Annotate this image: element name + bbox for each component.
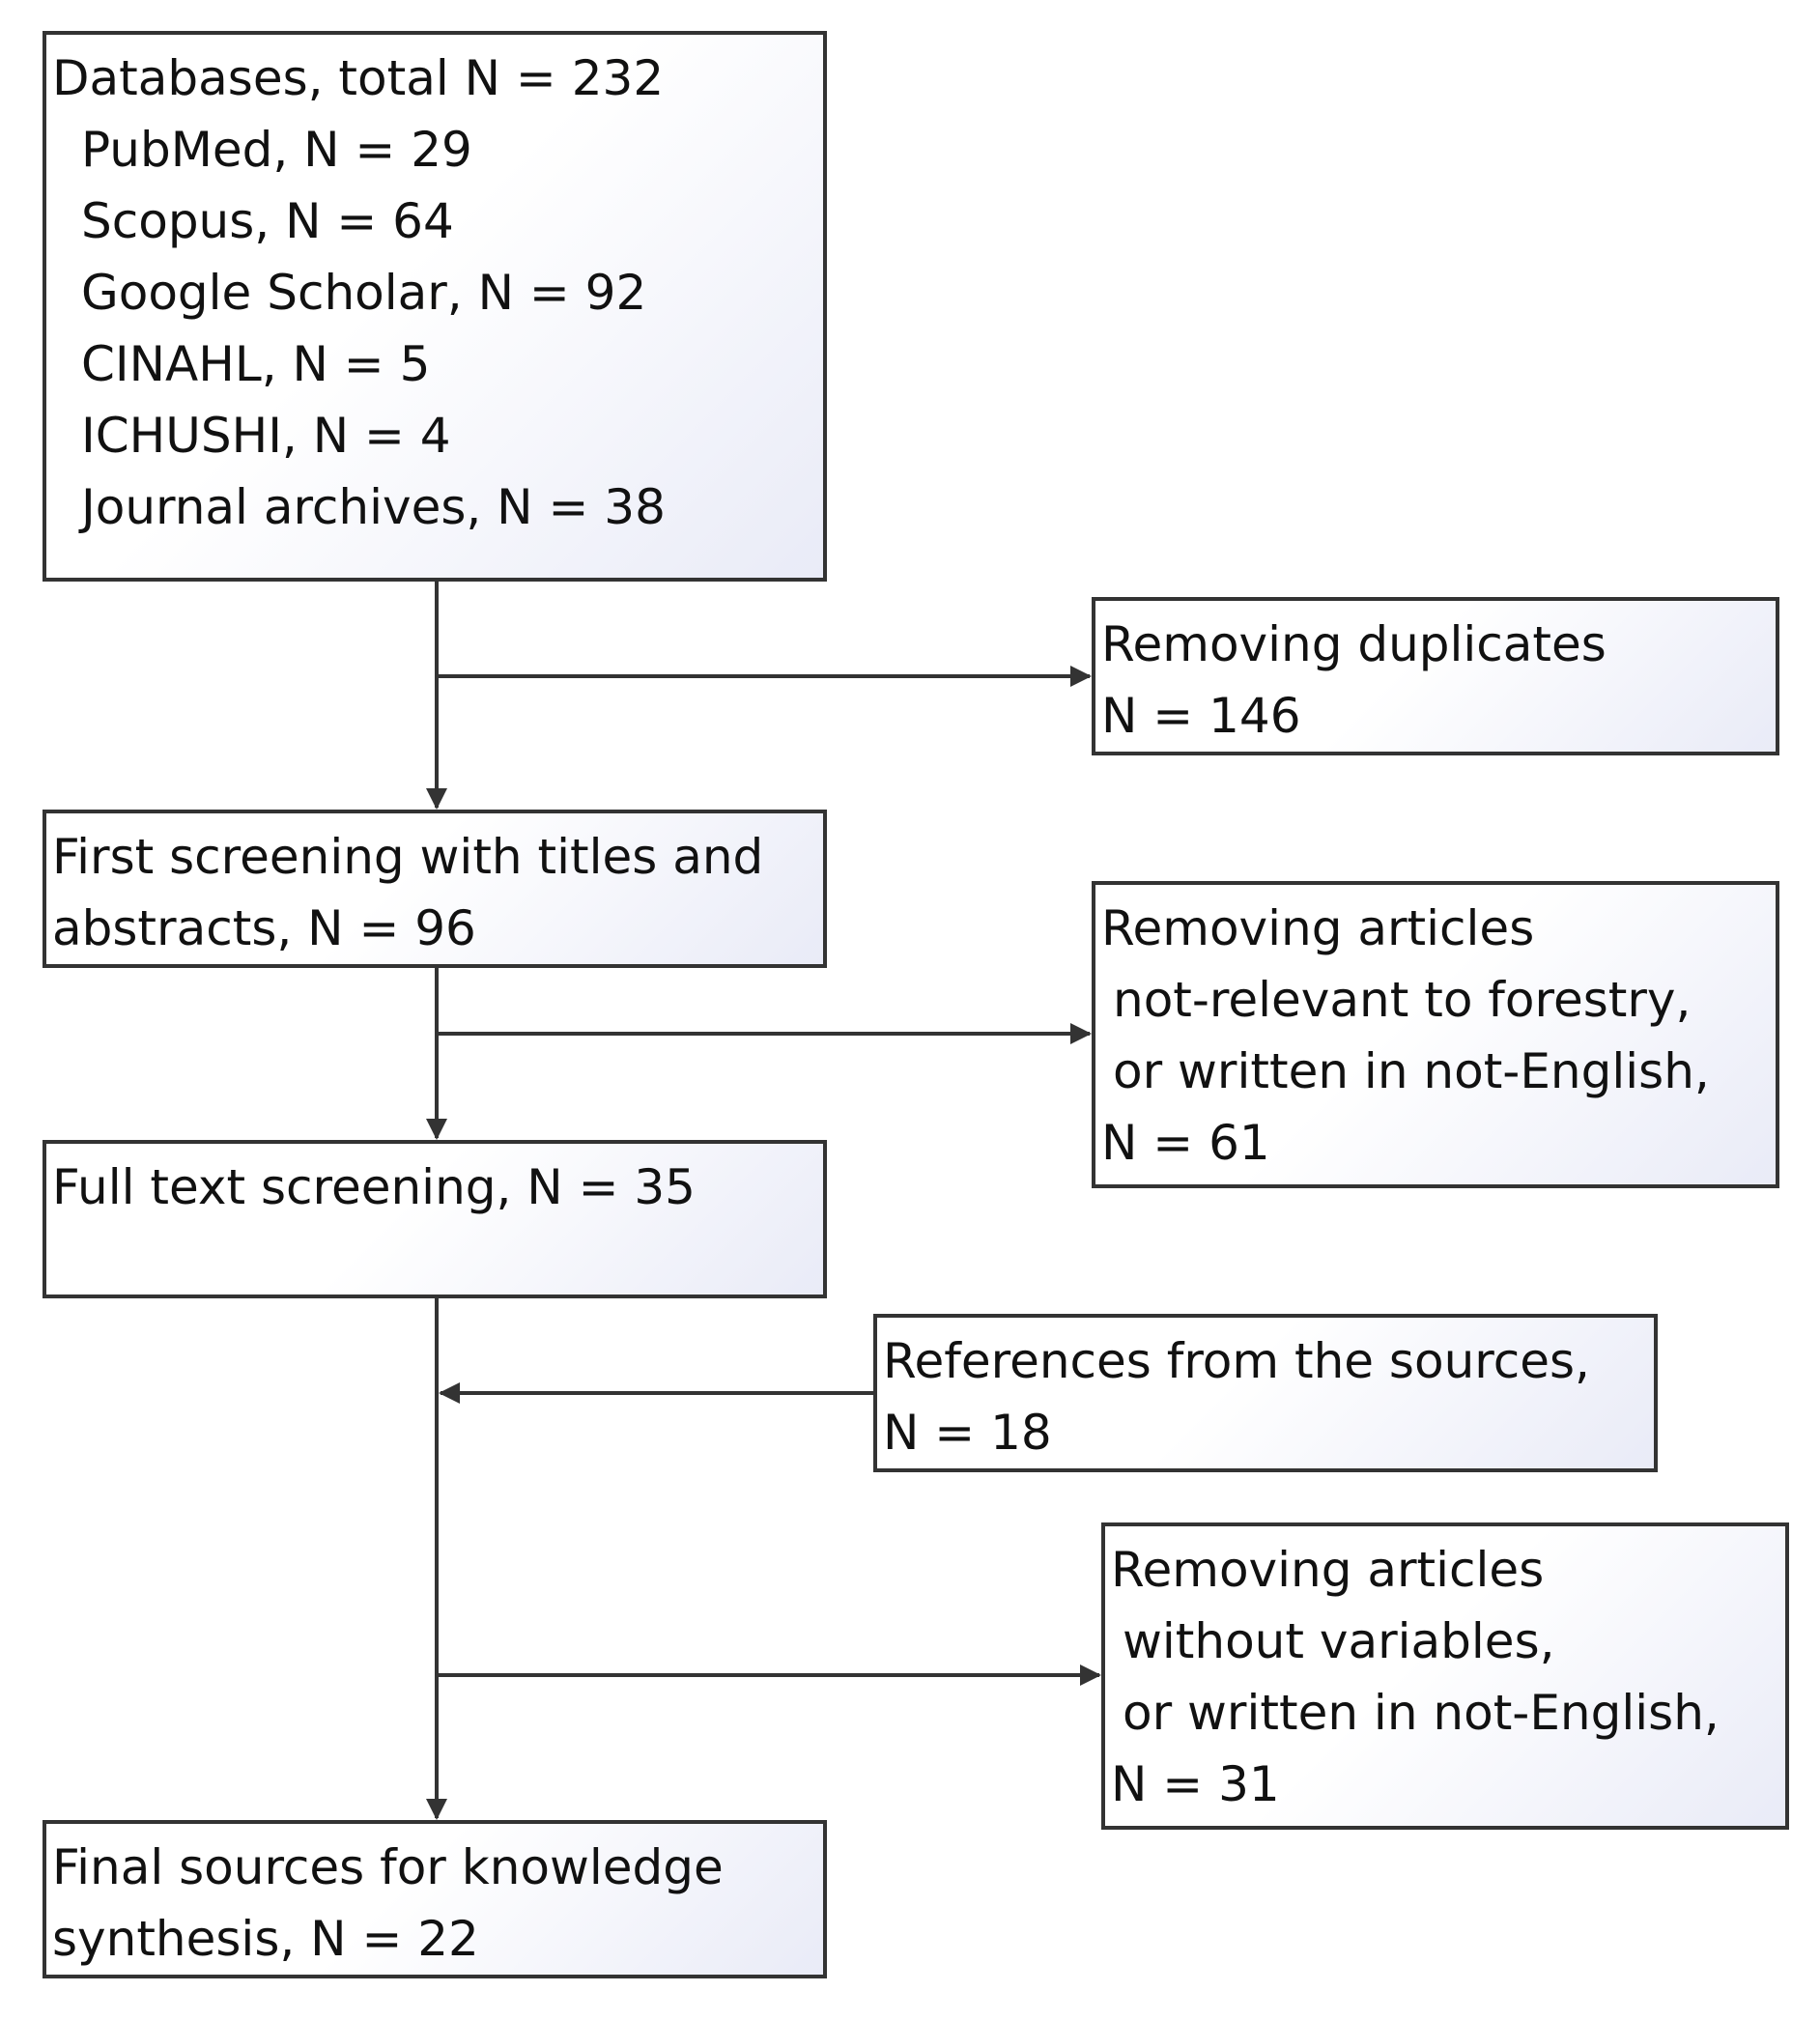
removing-without-variables-box: Removing articles without variables, or … [1101, 1522, 1789, 1830]
first-screening-label-line2: abstracts, N = 96 [52, 900, 476, 956]
pubmed-count-label: PubMed, N = 29 [81, 122, 472, 178]
ichushi-count-label: ICHUSHI, N = 4 [81, 408, 451, 464]
removing-duplicates-label: Removing duplicates [1101, 616, 1607, 672]
removing-without-variables-line1: Removing articles [1111, 1542, 1545, 1598]
final-sources-box: Final sources for knowledge synthesis, N… [43, 1820, 827, 1978]
full-text-screening-box: Full text screening, N = 35 [43, 1140, 827, 1298]
cinahl-count-label: CINAHL, N = 5 [81, 336, 431, 392]
removing-not-relevant-line3: or written in not-English, [1113, 1043, 1710, 1099]
journal-archives-count-label: Journal archives, N = 38 [81, 479, 666, 535]
removing-without-variables-line2: without variables, [1123, 1613, 1555, 1669]
databases-total-label: Databases, total N = 232 [52, 50, 665, 106]
first-screening-label-line1: First screening with titles and [52, 829, 764, 885]
removing-not-relevant-count: N = 61 [1101, 1115, 1270, 1171]
final-sources-label-line2: synthesis, N = 22 [52, 1911, 479, 1967]
google-scholar-count-label: Google Scholar, N = 92 [81, 265, 647, 321]
removing-not-relevant-line1: Removing articles [1101, 900, 1535, 956]
removing-without-variables-count: N = 31 [1111, 1756, 1280, 1812]
removing-without-variables-line3: or written in not-English, [1123, 1685, 1720, 1741]
removing-not-relevant-line2: not-relevant to forestry, [1113, 972, 1692, 1028]
removing-duplicates-box: Removing duplicates N = 146 [1092, 597, 1779, 755]
databases-box: Databases, total N = 232 PubMed, N = 29 … [43, 31, 827, 582]
full-text-screening-label: Full text screening, N = 35 [52, 1159, 696, 1215]
references-box: References from the sources, N = 18 [873, 1314, 1658, 1472]
references-label: References from the sources, [883, 1333, 1590, 1389]
final-sources-label-line1: Final sources for knowledge [52, 1839, 724, 1895]
references-count: N = 18 [883, 1405, 1052, 1461]
removing-not-relevant-box: Removing articles not-relevant to forest… [1092, 881, 1779, 1188]
scopus-count-label: Scopus, N = 64 [81, 193, 454, 249]
removing-duplicates-count: N = 146 [1101, 688, 1301, 744]
first-screening-box: First screening with titles and abstract… [43, 810, 827, 968]
